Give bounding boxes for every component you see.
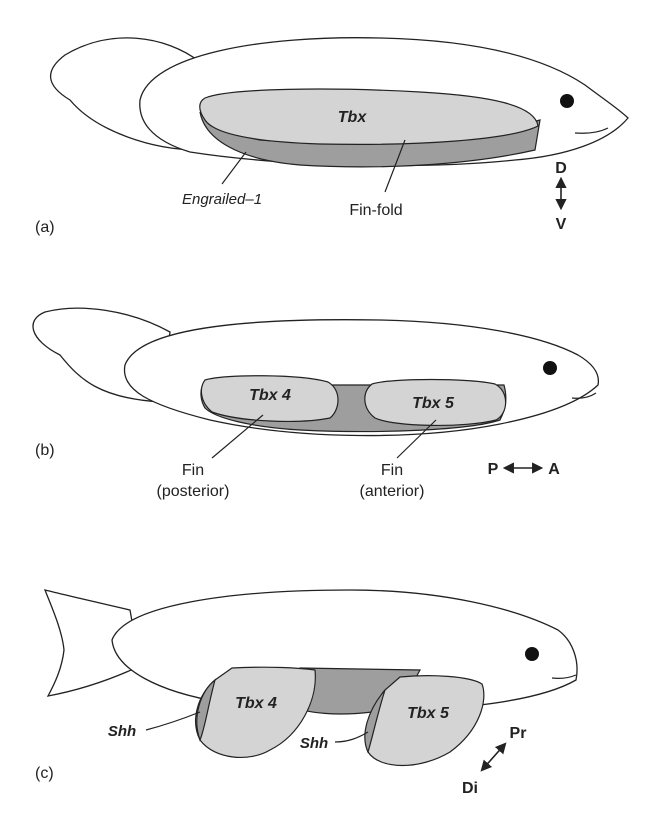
shh-anterior-pointer-line bbox=[334, 731, 369, 743]
tbx5-region bbox=[364, 378, 507, 426]
tbx5-label: Tbx 5 bbox=[412, 395, 455, 412]
axis-v-label: V bbox=[556, 216, 567, 233]
axis-di-label: Di bbox=[462, 780, 478, 797]
prdi-arrow bbox=[480, 742, 507, 772]
fin-anterior-pointer-line bbox=[396, 419, 437, 459]
fin-fold-pointer-line bbox=[384, 139, 406, 193]
fin-anterior-label-1: Fin bbox=[381, 462, 403, 479]
shh-anterior-region bbox=[364, 689, 386, 754]
axis-p-label: P bbox=[488, 461, 499, 478]
axis-d-label: D bbox=[555, 160, 567, 177]
panel-c-tag: (c) bbox=[35, 765, 54, 782]
fin-anterior-label-2: (anterior) bbox=[360, 483, 425, 500]
tbx4-label: Tbx 4 bbox=[249, 387, 291, 404]
tbx5-label-c: Tbx 5 bbox=[407, 705, 450, 722]
tbx4-label-c: Tbx 4 bbox=[235, 695, 277, 712]
tbx-label: Tbx bbox=[338, 109, 368, 126]
shh-label-posterior: Shh bbox=[108, 723, 136, 740]
fish-a-eye bbox=[560, 94, 574, 108]
shh-label-anterior: Shh bbox=[300, 735, 328, 752]
fish-c-tail bbox=[43, 589, 141, 697]
panel-c: Tbx 4 Tbx 5 Shh Shh Pr Di (c) bbox=[35, 589, 578, 797]
fish-b-mouth bbox=[571, 392, 597, 399]
shh-posterior-region bbox=[196, 678, 217, 742]
fin-fold-label: Fin-fold bbox=[349, 202, 402, 219]
engrailed-label: Engrailed–1 bbox=[182, 191, 262, 208]
panel-a: Tbx Engrailed–1 Fin-fold D V (a) bbox=[35, 37, 629, 236]
fish-c-mouth bbox=[551, 674, 577, 679]
panel-b-tag: (b) bbox=[35, 442, 55, 459]
tbx4-region bbox=[200, 375, 339, 422]
fin-posterior-label-1: Fin bbox=[182, 462, 204, 479]
panel-b: Tbx 4 Tbx 5 Fin (posterior) Fin (anterio… bbox=[32, 307, 600, 500]
tbx4-fin-c bbox=[195, 666, 316, 759]
shh-posterior-pointer-line bbox=[145, 711, 201, 731]
fin-posterior-label-2: (posterior) bbox=[157, 483, 230, 500]
engrailed-pointer-line bbox=[221, 151, 247, 185]
fish-c-eye bbox=[525, 647, 539, 661]
fish-b-eye bbox=[543, 361, 557, 375]
panel-a-tag: (a) bbox=[35, 219, 55, 236]
fish-a-mouth bbox=[574, 127, 609, 134]
tbx-expression-region bbox=[199, 88, 539, 145]
fin-posterior-pointer-line bbox=[211, 414, 264, 459]
axis-pr-label: Pr bbox=[510, 725, 527, 742]
axis-a-label: A bbox=[548, 461, 560, 478]
